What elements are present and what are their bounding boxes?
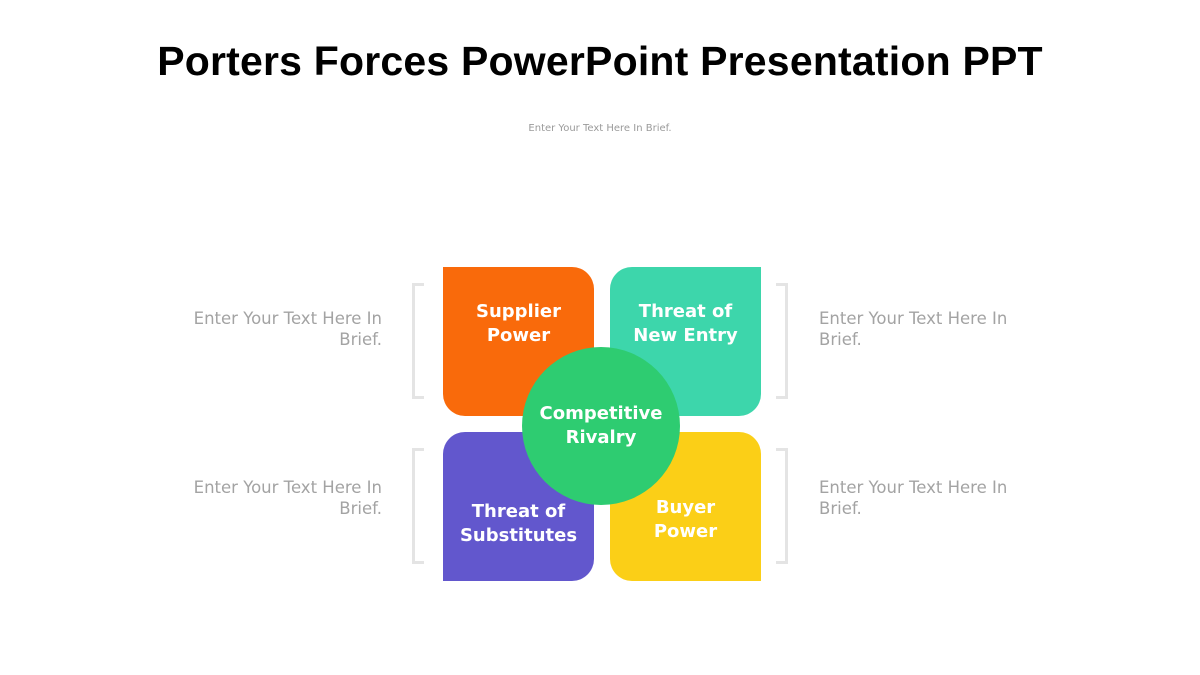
bracket-top-right [776,283,788,399]
tile-label-line1: Buyer [655,497,716,518]
tile-label-line1: Threat of [471,501,566,522]
note-top-right: Enter Your Text Here In Brief. [819,309,1008,349]
slide-title: Porters Forces PowerPoint Presentation P… [157,38,1043,84]
center-label-line1: Competitive [539,403,663,424]
center-label-line2: Rivalry [565,427,637,448]
center-competitive-rivalry: Competitive Rivalry [522,347,680,505]
bracket-bottom-right [776,448,788,564]
note-top-left: Enter Your Text Here In Brief. [193,309,382,349]
bracket-bottom-left [412,448,424,564]
slide-subtitle: Enter Your Text Here In Brief. [528,123,672,134]
bracket-top-left [412,283,424,399]
note-bottom-left: Enter Your Text Here In Brief. [193,478,382,518]
tile-label-line1: Supplier [476,301,561,322]
tile-label-line2: Power [653,521,718,542]
tile-threat-of-new-entry: Threat of New Entry [610,267,761,416]
tile-label-line2: New Entry [633,325,738,346]
tile-label-line2: Power [486,325,551,346]
tile-label-line1: Threat of [638,301,733,322]
tile-label-line2: Substitutes [459,525,578,546]
note-bottom-right: Enter Your Text Here In Brief. [819,478,1008,518]
